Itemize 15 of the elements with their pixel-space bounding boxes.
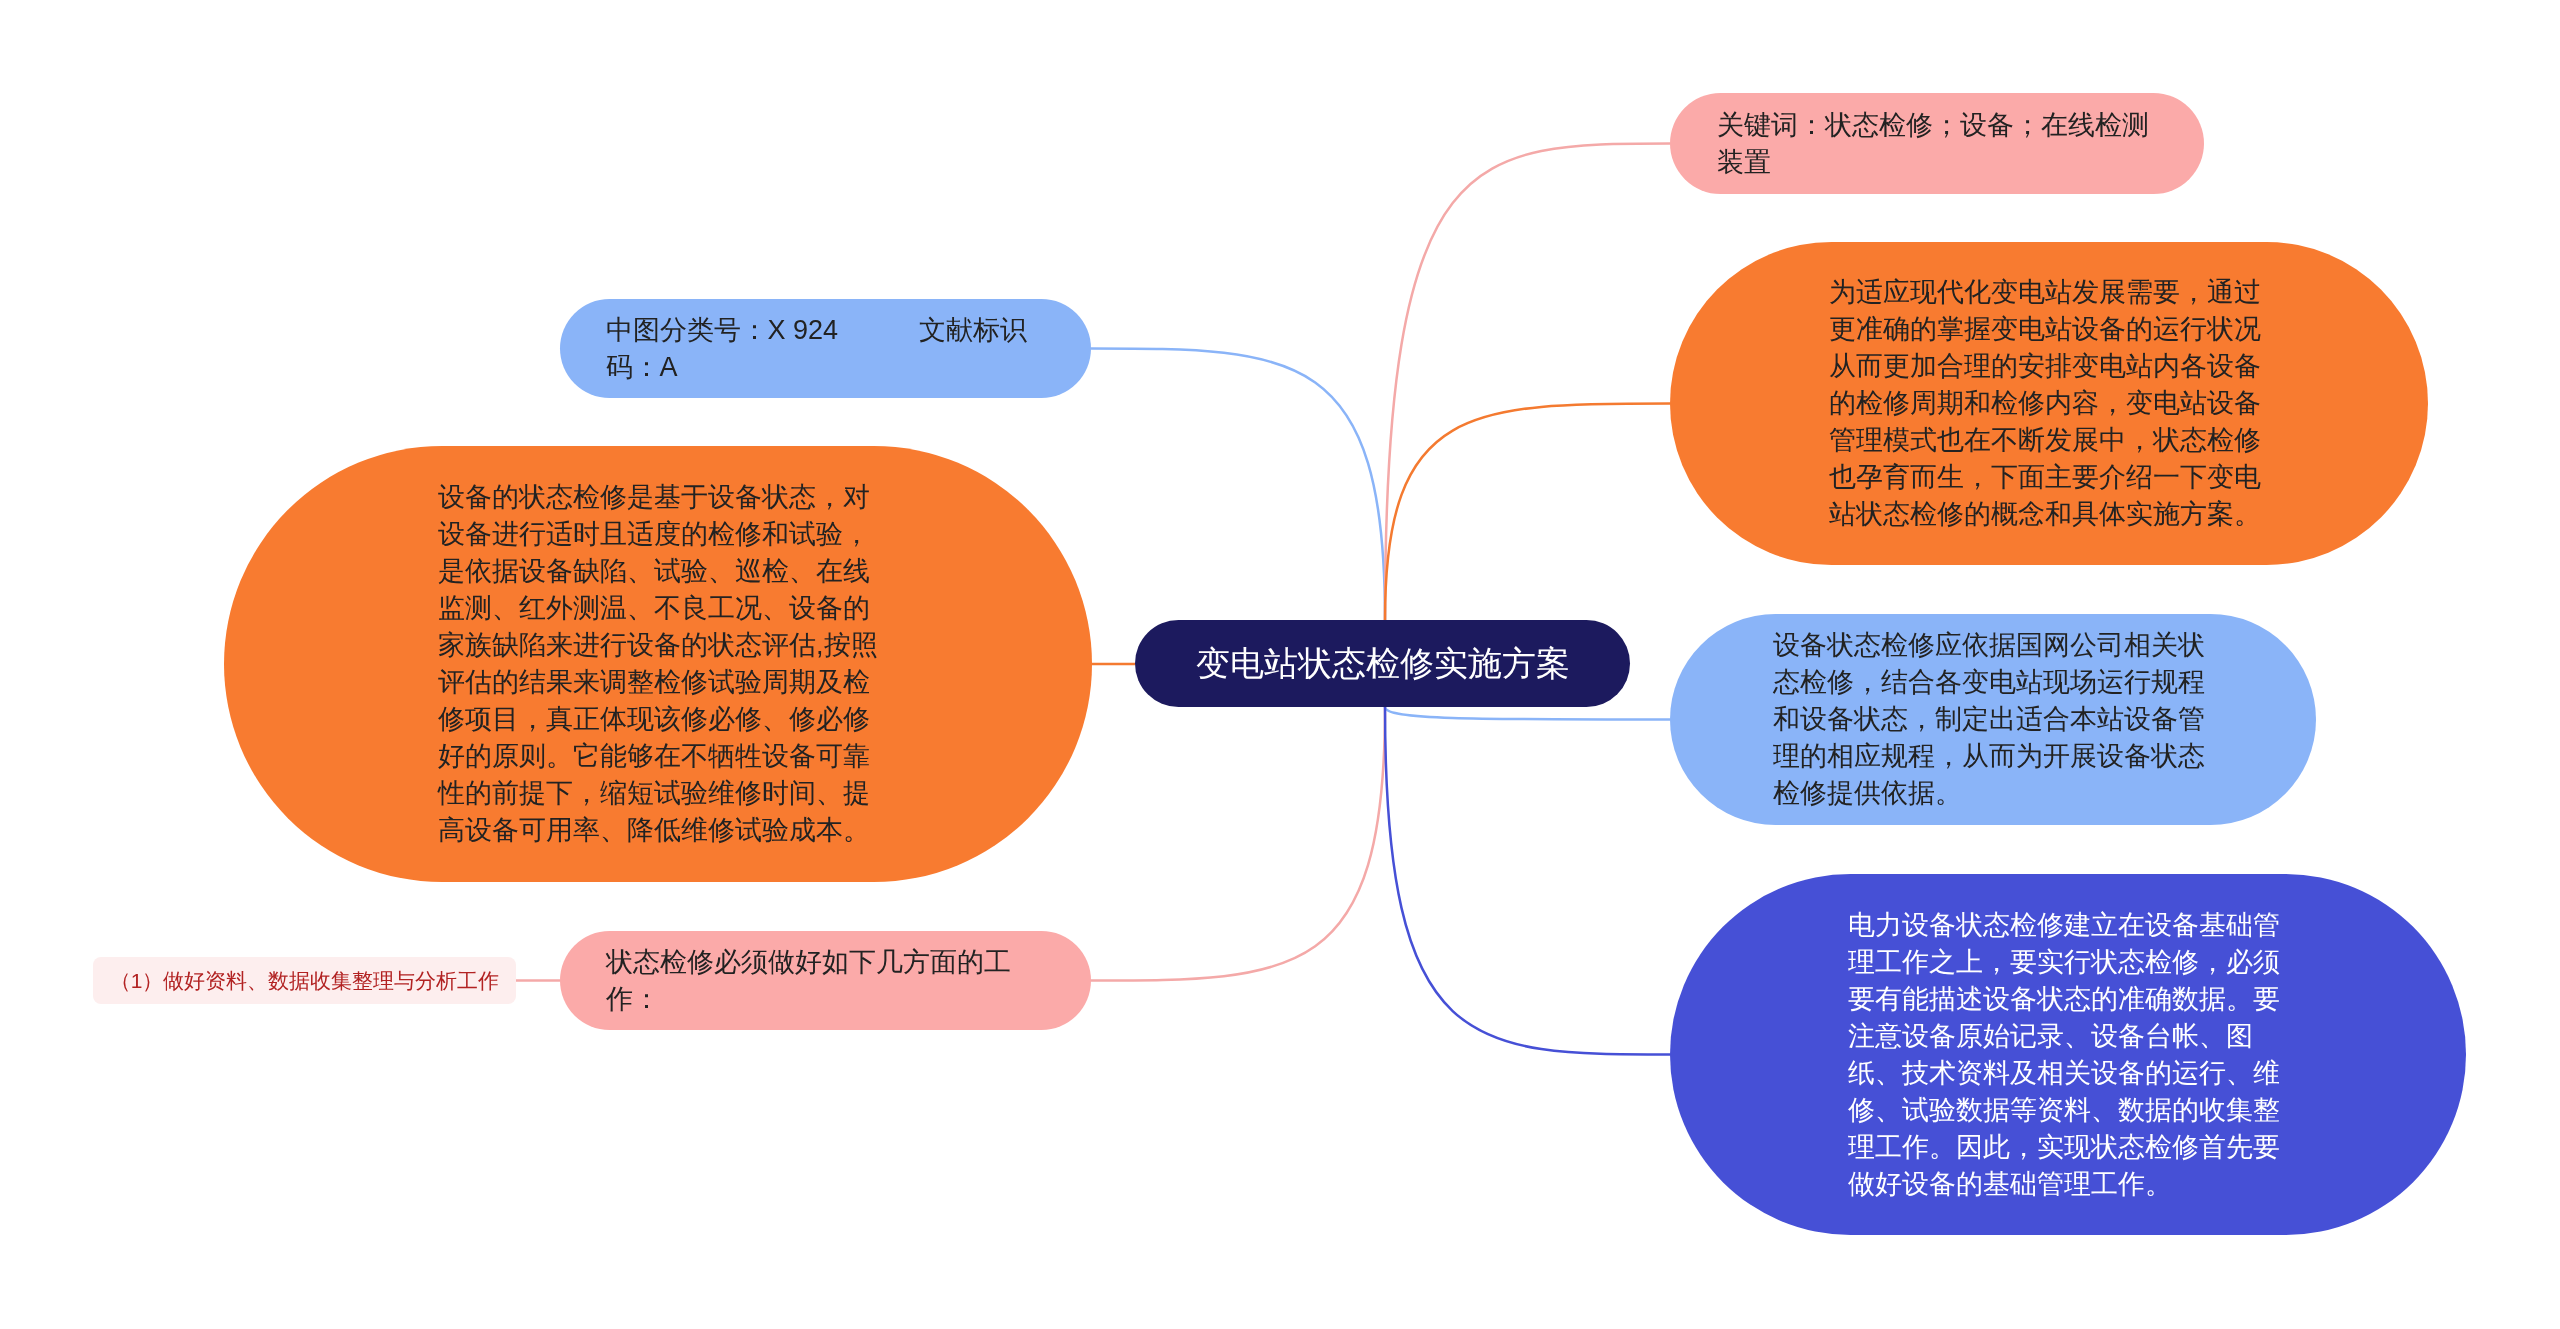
connector-line (1383, 706, 1670, 1056)
connector-line (1383, 402, 1670, 621)
node-text: 设备状态检修应依据国网公司相关状态检修，结合各变电站现场运行规程和设备状态，制定出适合本站设备管理的相应规程，从而为开展设备状态检修提供依据。 (1773, 629, 2206, 810)
subtopic-tag (93, 957, 516, 1004)
node-text: （1）做好资料、数据收集整理与分析工作 (109, 967, 500, 994)
connector-line (516, 979, 560, 982)
node-text: 为适应现代化变电站发展需要，通过更准确的掌握变电站设备的运行状况从而更加合理的安排变电站内各设备的检修周期和检修内容，变电站设备管理模式也在不断发展中，状态检修也孕育而生，下面主要介绍一下变电站状态检修的概念和具体实施方案。 (1829, 276, 2262, 531)
node-text: 设备的状态检修是基于设备状态，对设备进行适时且适度的检修和试验，是依据设备缺陷、试验、巡检、在线监测、红外测温、不良工况、设备的家族缺陷来进行设备的状态评估,按照评估的结果来调整检修试验周期及检修项目，真正体现该修必修、修必修好的原则。它能够在不牺牲设备可靠性的前提下，缩短试验维修时间、提高设备可用率、降低维修试验成本。 (438, 481, 878, 847)
node-text: 变电站状态检修实施方案 (1195, 643, 1570, 684)
node-text: 关键词：状态检修；设备；在线检测装置 (1717, 108, 2150, 179)
node-text: 中图分类号：X 924 文献标识码：A (605, 313, 1029, 384)
connector-line (1383, 706, 1670, 721)
node-text: 状态检修必须做好如下几方面的工作： (605, 945, 1012, 1016)
connector-line (1092, 662, 1135, 666)
node-text: 电力设备状态检修建立在设备基础管理工作之上，要实行状态检修，必须要有能描述设备状态的准确数据。要注意设备原始记录、设备台帐、图纸、技术资料及相关设备的运行、维修、试验数据等资料、数据的收集整理工作。因此，实现状态检修首先要做好设备的基础管理工作。 (1848, 908, 2281, 1201)
